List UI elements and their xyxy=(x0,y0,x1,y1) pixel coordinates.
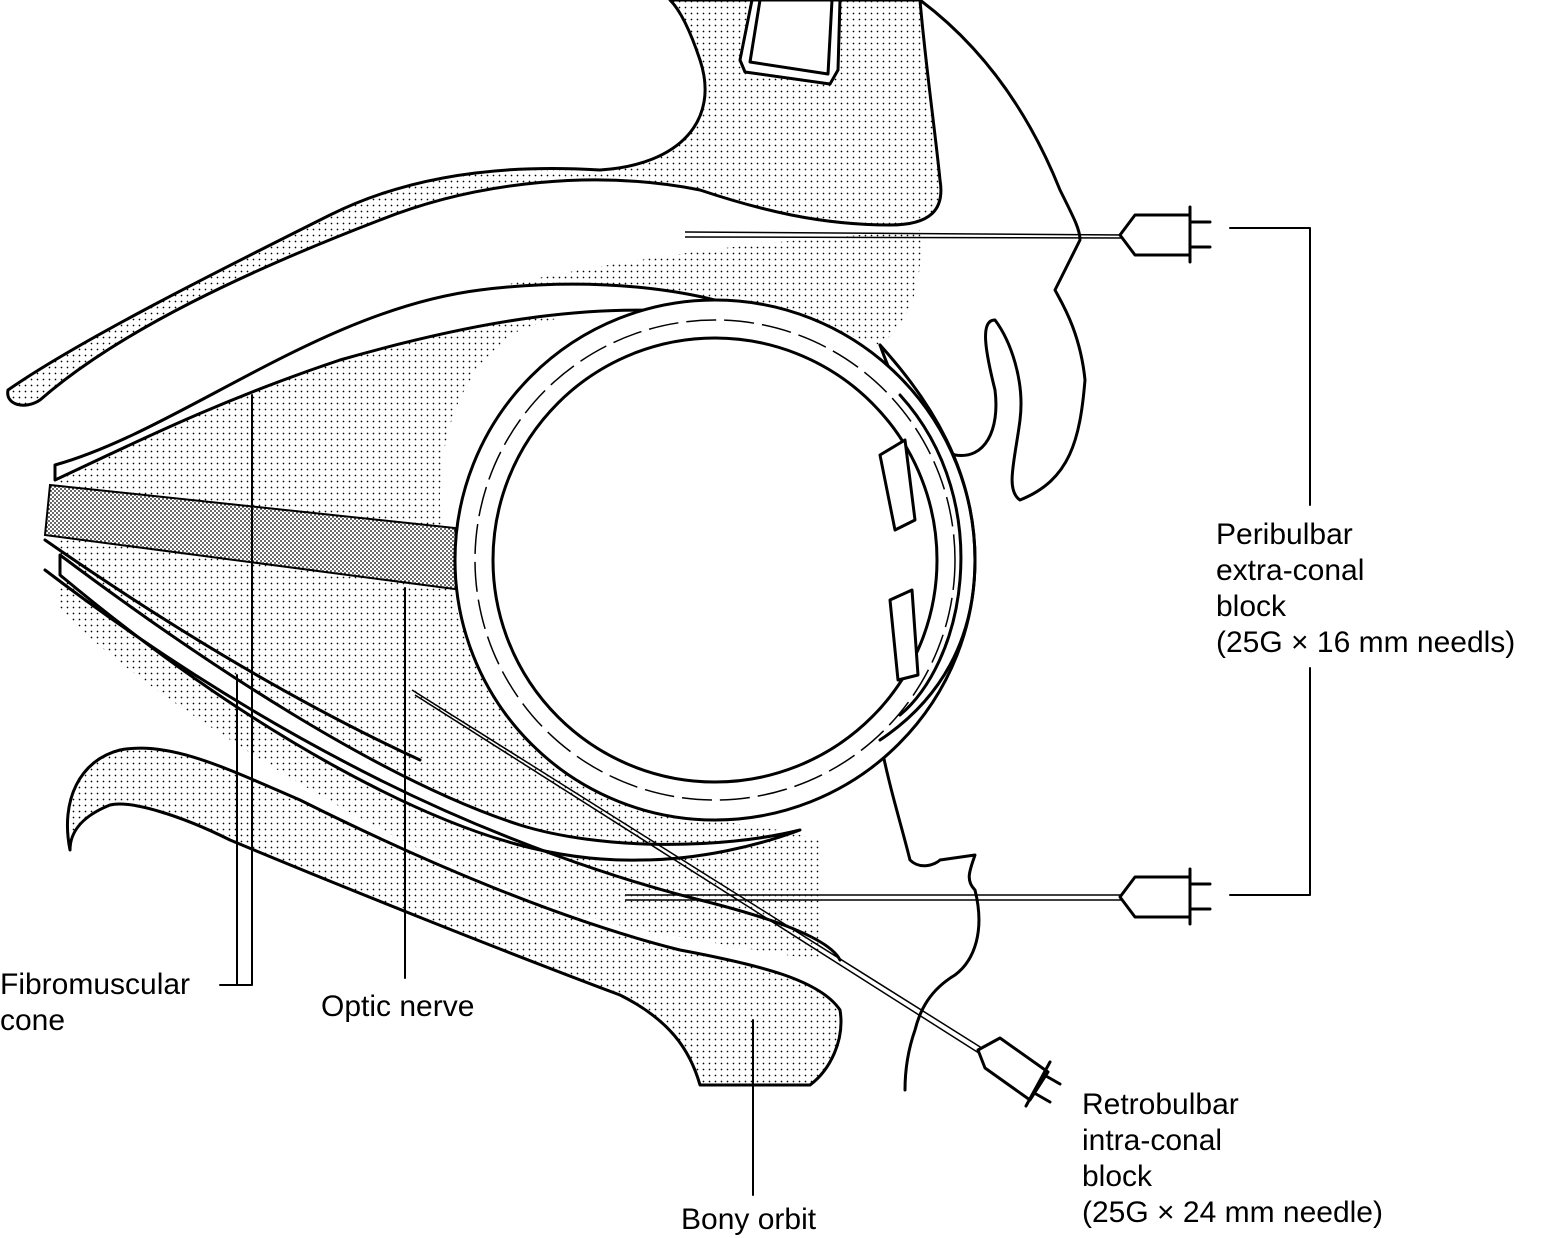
frontal-sinus xyxy=(738,0,842,86)
peribulbar-upper-needle-wings xyxy=(1188,205,1212,264)
fibromuscular-leader xyxy=(219,394,253,986)
retrobulbar-needle-shaft-2 xyxy=(414,694,983,1056)
lens xyxy=(898,393,963,717)
iris-upper xyxy=(878,438,917,532)
retrobulbar-label-line2: intra-conal xyxy=(1082,1124,1223,1157)
orbital-roof-bone xyxy=(6,0,943,407)
cornea xyxy=(878,343,977,742)
inferior-rectus-muscle xyxy=(58,553,802,862)
peribulbar-label-line3: block xyxy=(1216,590,1287,623)
retrobulbar-label-line4: (25G × 24 mm needle) xyxy=(1082,1196,1383,1229)
peribulbar-label-line4: (25G × 16 mm needls) xyxy=(1216,626,1516,659)
retrobulbar-label: Retrobulbar intra-conal block (25G × 24 … xyxy=(1082,1087,1383,1231)
peribulbar-lower-needle-wings xyxy=(1188,867,1212,926)
peribulbar-lower-needle-hub xyxy=(1118,875,1192,919)
peribulbar-upper-needle-shaft-2 xyxy=(684,236,1126,239)
optic-nerve-label: Optic nerve xyxy=(321,990,475,1023)
upper-lid-outline xyxy=(878,0,1087,502)
bony-orbit-label: Bony orbit xyxy=(681,1203,817,1236)
orbital-fat xyxy=(60,230,921,960)
orbital-floor-line-2 xyxy=(43,538,422,762)
fibromuscular-label-line1: Fibromuscular xyxy=(0,968,191,1001)
retrobulbar-label-line1: Retrobulbar xyxy=(1082,1088,1239,1121)
peribulbar-bracket xyxy=(1229,227,1311,896)
globe-retina xyxy=(491,336,939,784)
orbital-floor-bone xyxy=(65,746,843,1087)
retrobulbar-needle-wings xyxy=(1024,1060,1062,1108)
retrobulbar-needle-hub xyxy=(976,1036,1050,1102)
fibromuscular-label: Fibromuscular cone xyxy=(0,967,190,1039)
lower-lid-outline xyxy=(878,738,981,1092)
frontal-sinus-inner xyxy=(748,0,834,76)
peribulbar-label-line2: extra-conal xyxy=(1216,554,1365,587)
retrobulbar-label-line3: block xyxy=(1082,1160,1153,1193)
peribulbar-upper-needle-shaft xyxy=(684,231,1126,236)
peribulbar-label: Peribulbar extra-conal block (25G × 16 m… xyxy=(1216,517,1515,661)
globe-choroid xyxy=(474,319,956,801)
retrobulbar-needle-shaft xyxy=(411,689,986,1051)
peribulbar-upper-needle-hub xyxy=(1118,213,1192,257)
peribulbar-label-line1: Peribulbar xyxy=(1216,518,1353,551)
fibromuscular-label-line2: cone xyxy=(0,1004,66,1037)
iris-lower xyxy=(888,588,920,682)
